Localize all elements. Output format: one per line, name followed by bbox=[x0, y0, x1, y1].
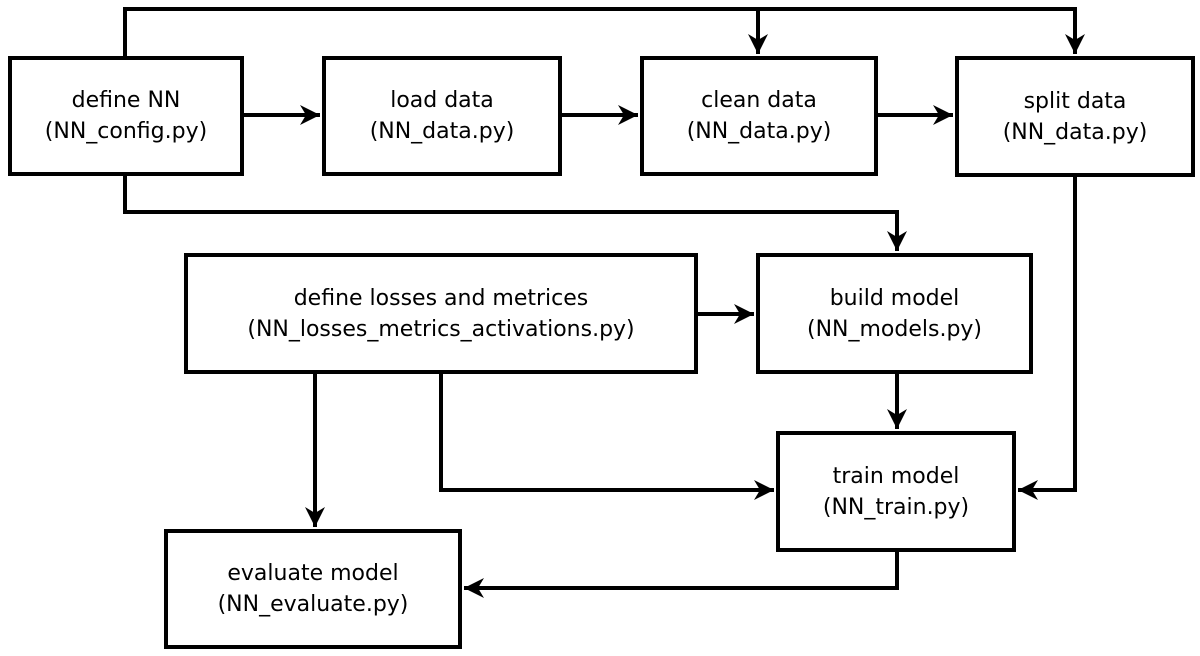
node-file: (NN_losses_metrics_activations.py) bbox=[247, 316, 635, 342]
node-load-data: load data (NN_data.py) bbox=[322, 56, 562, 176]
edge-split-data-to-train-model bbox=[1018, 177, 1077, 500]
node-file: (NN_evaluate.py) bbox=[217, 592, 409, 617]
edge-define-nn-to-split-data bbox=[758, 7, 1085, 54]
node-file: (NN_data.py) bbox=[369, 119, 515, 144]
node-file: (NN_data.py) bbox=[1002, 119, 1148, 145]
node-title: split data bbox=[1023, 88, 1127, 114]
node-clean-data: clean data (NN_data.py) bbox=[640, 56, 878, 176]
edge-train-model-to-evaluate-model bbox=[464, 552, 899, 598]
node-file: (NN_train.py) bbox=[822, 494, 970, 520]
node-split-data: split data (NN_data.py) bbox=[955, 56, 1195, 177]
node-file: (NN_config.py) bbox=[44, 119, 208, 144]
node-title: load data bbox=[390, 88, 494, 113]
edge-losses-to-train-model bbox=[439, 374, 774, 500]
node-evaluate-model: evaluate model (NN_evaluate.py) bbox=[164, 529, 462, 649]
node-train-model: train model (NN_train.py) bbox=[776, 431, 1016, 552]
node-title: evaluate model bbox=[227, 561, 399, 586]
node-title: define losses and metrices bbox=[293, 285, 589, 311]
node-title: define NN bbox=[71, 88, 181, 113]
node-file: (NN_models.py) bbox=[806, 316, 983, 342]
node-title: train model bbox=[832, 463, 960, 489]
edge-define-nn-to-build-model bbox=[123, 176, 907, 251]
edge-define-nn-to-clean-data bbox=[123, 7, 768, 56]
node-build-model: build model (NN_models.py) bbox=[756, 253, 1033, 374]
node-file: (NN_data.py) bbox=[686, 119, 832, 144]
node-define-losses: define losses and metrices (NN_losses_me… bbox=[184, 253, 698, 374]
node-title: build model bbox=[829, 285, 960, 311]
node-define-nn: define NN (NN_config.py) bbox=[8, 56, 244, 176]
node-title: clean data bbox=[701, 88, 817, 113]
